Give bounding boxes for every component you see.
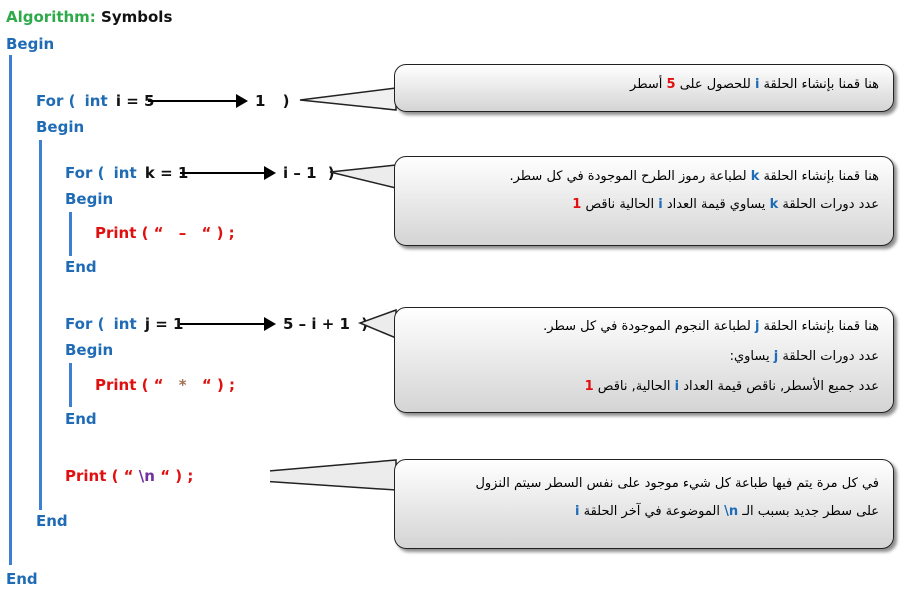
for-j-header: For ( int j = 1 xyxy=(65,315,183,333)
type-keyword: int xyxy=(113,315,137,333)
for-k-end: End xyxy=(65,258,97,276)
callout-line: عدد دورات الحلقة j يساوي: xyxy=(729,349,879,364)
print-open: Print ( “ xyxy=(95,376,164,394)
var-j: j xyxy=(754,319,760,334)
print-symbol: – xyxy=(178,224,187,242)
callout-line: هنا قمنا بإنشاء الحلقة i للحصول على 5 أس… xyxy=(630,77,879,92)
loop-limit: 5 – i + 1 xyxy=(283,315,350,333)
outer-block-bar xyxy=(9,55,12,565)
tail-4 xyxy=(270,459,397,491)
print-close: “ ) ; xyxy=(160,467,194,485)
print-close: “ ) ; xyxy=(201,376,236,394)
tail-1 xyxy=(299,87,397,111)
callout-loop-k: هنا قمنا بإنشاء الحلقة k لطباعة رموز الط… xyxy=(394,156,894,246)
callout-line: هنا قمنا بإنشاء الحلقة j لطباعة النجوم ا… xyxy=(543,319,879,334)
callout-line: عدد دورات الحلقة k يساوي قيمة العداد i ا… xyxy=(572,197,879,212)
var-i: i xyxy=(754,77,760,92)
print-close: “ ) ; xyxy=(201,224,235,242)
callout-line: هنا قمنا بإنشاء الحلقة k لطباعة رموز الط… xyxy=(509,169,879,184)
print-dash-statement: Print ( “ – “ ) ; xyxy=(95,224,235,242)
value-5: 5 xyxy=(666,77,676,92)
callout-line: على سطر جديد بسبب الـ \n الموضوعة في آخر… xyxy=(575,504,879,519)
for-i-limit: 1 ) xyxy=(255,92,290,110)
var-i: i xyxy=(674,379,680,394)
title-value: Symbols xyxy=(101,8,173,26)
loop-j-block-bar xyxy=(69,363,72,407)
callout-line: في كل مرة يتم فيها طباعة كل شيء موجود عل… xyxy=(475,476,879,491)
loop-init: k = 1 xyxy=(144,164,189,182)
print-star-statement: Print ( “ * “ ) ; xyxy=(95,376,235,394)
outer-begin: Begin xyxy=(6,35,55,53)
print-symbol: \n xyxy=(138,467,155,485)
callout-loop-i: هنا قمنا بإنشاء الحلقة i للحصول على 5 أس… xyxy=(394,64,894,112)
value-1: 1 xyxy=(572,197,582,212)
callout-line: عدد جميع الأسطر, ناقص قيمة العداد i الحا… xyxy=(584,379,879,394)
var-j: j xyxy=(773,349,779,364)
type-keyword: int xyxy=(113,164,137,182)
type-keyword: int xyxy=(84,92,108,110)
arrow-i xyxy=(148,94,248,108)
value-1: 1 xyxy=(584,379,594,394)
loop-limit: i – 1 xyxy=(283,164,317,182)
var-k: k xyxy=(750,169,760,184)
tail-3 xyxy=(357,308,397,340)
var-k: k xyxy=(769,197,779,212)
outer-end: End xyxy=(6,570,38,588)
for-j-end: End xyxy=(65,410,97,428)
print-open: Print ( “ xyxy=(65,467,134,485)
for-keyword: For ( xyxy=(65,315,105,333)
for-i-end: End xyxy=(36,512,68,530)
for-k-begin: Begin xyxy=(65,190,114,208)
tail-2 xyxy=(329,164,397,189)
loop-k-block-bar xyxy=(69,212,72,256)
loop-close: ) xyxy=(282,92,290,110)
arrow-k xyxy=(180,166,276,180)
callout-newline: في كل مرة يتم فيها طباعة كل شيء موجود عل… xyxy=(394,459,894,549)
for-keyword: For ( xyxy=(65,164,105,182)
loop-init: i = 5 xyxy=(115,92,155,110)
for-i-header: For ( int i = 5 xyxy=(36,92,154,110)
print-open: Print ( “ xyxy=(95,224,164,242)
for-keyword: For ( xyxy=(36,92,76,110)
for-i-begin: Begin xyxy=(36,118,85,136)
arrow-j xyxy=(180,317,276,331)
loop-limit: 1 xyxy=(255,92,266,110)
print-symbol: * xyxy=(178,376,187,394)
callout-loop-j: هنا قمنا بإنشاء الحلقة j لطباعة النجوم ا… xyxy=(394,307,894,413)
for-j-begin: Begin xyxy=(65,341,114,359)
callout-tails xyxy=(270,87,397,491)
print-newline-statement: Print ( “ \n “ ) ; xyxy=(65,467,193,485)
newline-symbol: \n xyxy=(724,504,739,519)
loop-i-block-bar xyxy=(39,140,42,510)
title-label: Algorithm: xyxy=(6,8,96,26)
loop-init: j = 1 xyxy=(144,315,184,333)
var-i: i xyxy=(575,504,580,519)
algorithm-title: Algorithm: Symbols xyxy=(6,8,172,26)
for-k-header: For ( int k = 1 xyxy=(65,164,188,182)
var-i: i xyxy=(658,197,663,212)
